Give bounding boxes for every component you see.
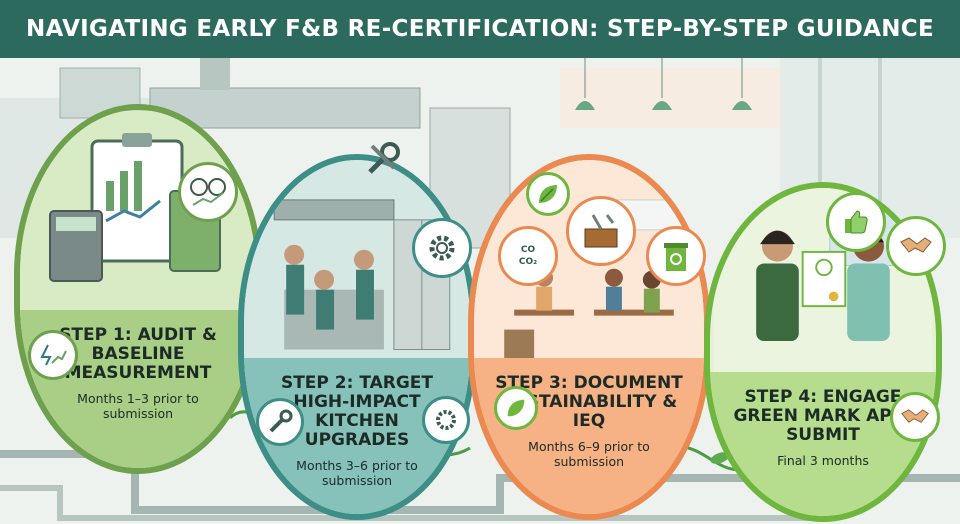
step-1-timing: Months 1–3 prior to submission [77,391,199,422]
step-4-title: STEP 4: ENGAGE GREEN MARK AP & SUBMIT [733,386,913,445]
handshake-badge-icon [890,392,940,442]
page-title: NAVIGATING EARLY F&B RE-CERTIFICATION: S… [25,16,934,42]
step-2-timing: Months 3–6 prior to submission [296,458,418,489]
step-1-title: STEP 1: AUDIT & BASELINE MEASUREMENT [59,325,217,384]
co2-label: CO₂ [518,257,538,267]
kitchen-background: STEP 1: AUDIT & BASELINE MEASUREMENT Mon… [0,58,960,524]
clipboard-chart-icon [20,110,256,331]
gear-badge-icon [422,396,470,444]
gear-icon [412,218,472,278]
grease-trap-icon [566,196,636,266]
thumbs-up-icon [826,192,886,252]
energy-badge-icon [28,330,78,380]
leaf-badge-icon [494,386,538,430]
step-3-timing: Months 6–9 prior to submission [528,439,650,470]
step-1-card: STEP 1: AUDIT & BASELINE MEASUREMENT Mon… [14,104,262,474]
recycle-bin-icon [646,226,706,286]
leaf-icon [526,172,570,216]
meters-badge-icon [178,162,238,222]
wrench-icon [358,132,410,184]
step-3-title: STEP 3: DOCUMENT SUSTAINABILITY & IEQ [495,373,683,432]
air-quality-badge: CO CO₂ [498,226,558,286]
step-2-title: STEP 2: TARGET HIGH-IMPACT KITCHEN UPGRA… [280,373,434,451]
co-label: CO [520,245,536,255]
header-banner: NAVIGATING EARLY F&B RE-CERTIFICATION: S… [0,0,960,58]
wrench-badge-icon [256,398,304,446]
step-2-card: STEP 2: TARGET HIGH-IMPACT KITCHEN UPGRA… [238,154,476,520]
handshake-icon [886,216,946,276]
step-4-timing: Final 3 months [777,452,869,468]
